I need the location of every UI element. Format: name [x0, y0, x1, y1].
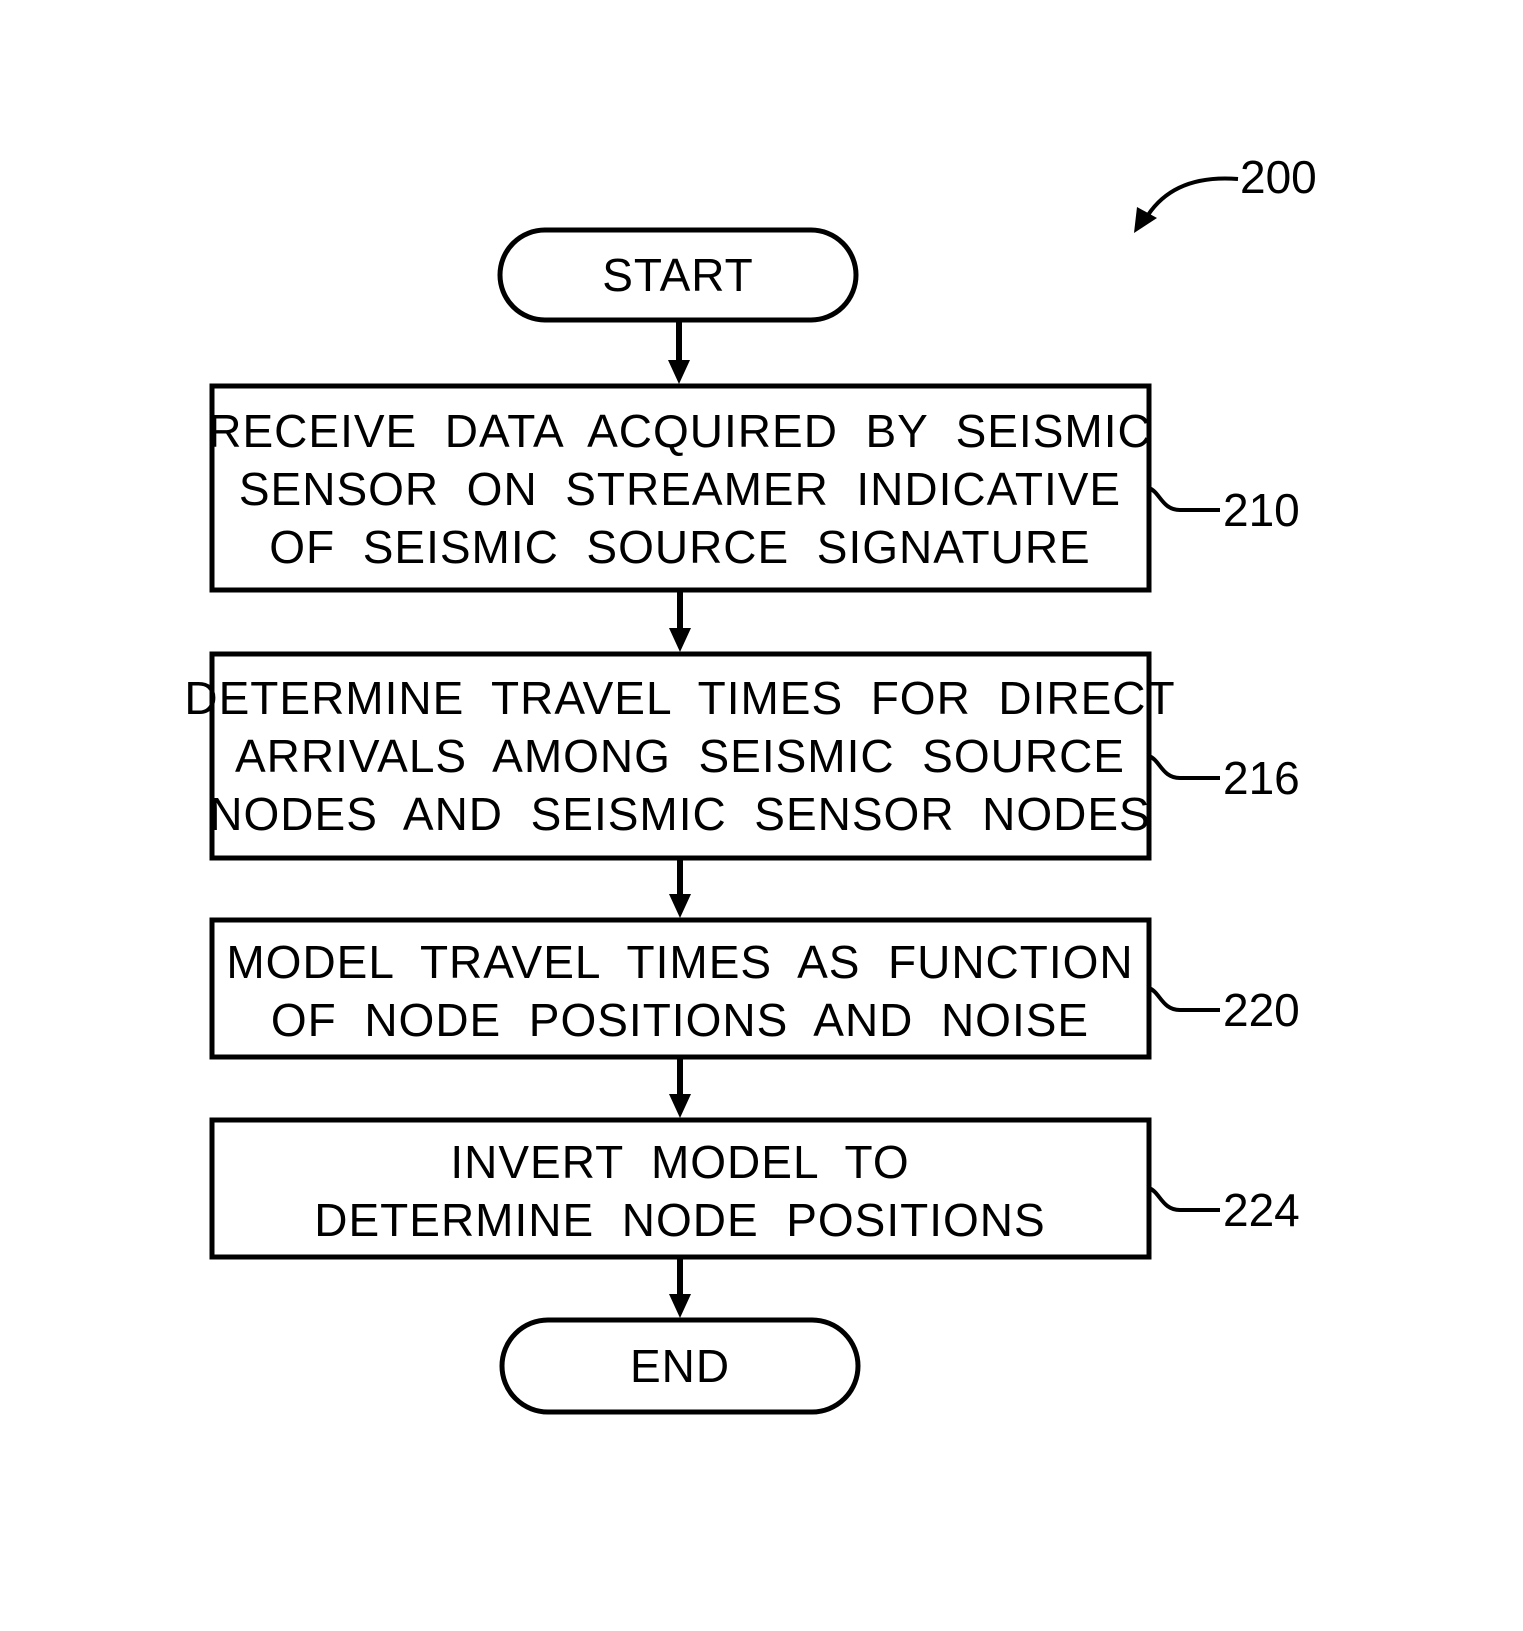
- connector-210-to-216: [669, 590, 691, 652]
- step-224-ref: 224: [1223, 1184, 1300, 1236]
- step-220-leader: [1149, 988, 1220, 1010]
- step-210-ref: 210: [1223, 484, 1300, 536]
- step-box-216: DETERMINE TRAVEL TIMES FOR DIRECT ARRIVA…: [184, 654, 1175, 858]
- figure-ref-arrowhead: [1134, 207, 1157, 233]
- step-box-220: MODEL TRAVEL TIMES AS FUNCTION OF NODE P…: [212, 920, 1149, 1057]
- figure-ref-leader: [1148, 178, 1238, 215]
- step-216-ref: 216: [1223, 752, 1300, 804]
- end-terminal: END: [502, 1320, 858, 1412]
- step-224-line-1: INVERT MODEL TO: [450, 1136, 909, 1188]
- connector-216-to-220: [669, 858, 691, 918]
- step-224-leader: [1149, 1188, 1220, 1210]
- step-220-ref: 220: [1223, 984, 1300, 1036]
- start-label: START: [602, 249, 754, 301]
- step-ref-220-group: 220: [1149, 984, 1300, 1036]
- figure-ref-number: 200: [1240, 151, 1317, 203]
- connector-224-to-end: [669, 1257, 691, 1318]
- step-216-line-3: NODES AND SEISMIC SENSOR NODES: [209, 788, 1150, 840]
- figure-ref-group: 200: [1134, 151, 1317, 233]
- end-label: END: [630, 1340, 730, 1392]
- step-216-line-1: DETERMINE TRAVEL TIMES FOR DIRECT: [184, 672, 1175, 724]
- step-210-leader: [1149, 488, 1220, 510]
- step-ref-216-group: 216: [1149, 752, 1300, 804]
- connector-start-to-210: [668, 320, 690, 384]
- step-210-line-1: RECEIVE DATA ACQUIRED BY SEISMIC: [208, 405, 1151, 457]
- start-terminal: START: [500, 230, 856, 320]
- step-ref-210-group: 210: [1149, 484, 1300, 536]
- step-ref-224-group: 224: [1149, 1184, 1300, 1236]
- step-216-line-2: ARRIVALS AMONG SEISMIC SOURCE: [235, 730, 1125, 782]
- step-box-210: RECEIVE DATA ACQUIRED BY SEISMIC SENSOR …: [208, 386, 1151, 590]
- step-216-leader: [1149, 756, 1220, 778]
- step-210-line-2: SENSOR ON STREAMER INDICATIVE: [239, 463, 1121, 515]
- step-210-line-3: OF SEISMIC SOURCE SIGNATURE: [269, 521, 1090, 573]
- step-224-line-2: DETERMINE NODE POSITIONS: [314, 1194, 1045, 1246]
- connector-220-to-224: [669, 1057, 691, 1118]
- step-220-line-1: MODEL TRAVEL TIMES AS FUNCTION: [226, 936, 1133, 988]
- step-box-224: INVERT MODEL TO DETERMINE NODE POSITIONS: [212, 1120, 1149, 1257]
- step-220-line-2: OF NODE POSITIONS AND NOISE: [271, 994, 1089, 1046]
